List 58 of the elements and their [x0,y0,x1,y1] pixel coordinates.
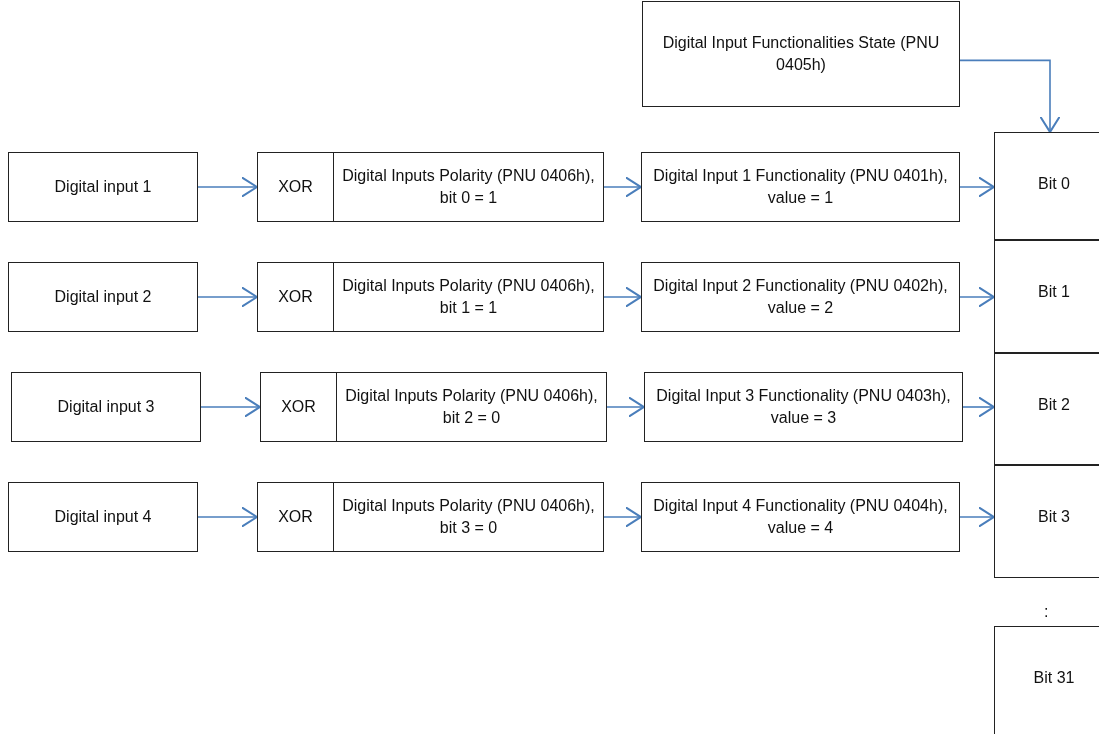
box-label: Digital input 1 [53,177,153,197]
box-label: Bit 1 [1037,282,1071,302]
input-box [8,152,198,222]
arrow [959,59,1061,134]
functionality-box [644,372,963,442]
input-box [8,482,198,552]
box-label: XOR [280,397,317,417]
bit-box [994,626,1099,734]
arrow [959,506,996,528]
ellipsis-label: : [1044,603,1049,621]
box-label: XOR [277,287,314,307]
box-label: Digital Inputs Polarity (PNU 0406h), bit 2 = 0 [344,386,599,428]
box-label: XOR [277,177,314,197]
arrow [603,176,643,198]
bit-box [994,353,1099,465]
arrow [197,176,259,198]
functionality-box [641,482,960,552]
bit-box [994,240,1099,353]
box-label: Bit 2 [1037,395,1071,415]
xor-box [257,262,334,332]
box-label: Digital Input 1 Functionality (PNU 0401h), value = 1 [652,166,949,208]
box-label: Digital Input 3 Functionality (PNU 0403h), value = 3 [655,386,952,428]
box-label: Digital input 4 [53,507,153,527]
bit-box [994,132,1099,240]
box-label: Digital input 3 [56,397,156,417]
arrow [603,506,643,528]
xor-box [257,152,334,222]
arrow [606,396,646,418]
arrow [197,286,259,308]
xor-box [260,372,337,442]
arrow [200,396,262,418]
bit-box [994,465,1099,578]
box-label: Bit 3 [1037,507,1071,527]
arrow [197,506,259,528]
arrow [959,176,996,198]
polarity-box [333,482,604,552]
box-label: Digital Inputs Polarity (PNU 0406h), bit 3 = 0 [341,496,596,538]
input-box [11,372,201,442]
box-label: Digital Input 4 Functionality (PNU 0404h), value = 4 [652,496,949,538]
box-label: Digital Input 2 Functionality (PNU 0402h), value = 2 [652,276,949,318]
polarity-box [333,152,604,222]
box-label: XOR [277,507,314,527]
state-box [642,1,960,107]
box-label: Digital Input Functionalities State (PNU 0405h) [661,33,941,75]
box-label: Digital Inputs Polarity (PNU 0406h), bit 0 = 1 [341,166,596,208]
box-label: Digital input 2 [53,287,153,307]
functionality-box [641,152,960,222]
arrow [959,286,996,308]
arrow [962,396,996,418]
polarity-box [333,262,604,332]
functionality-box [641,262,960,332]
box-label: Bit 31 [1032,668,1076,688]
box-label: Digital Inputs Polarity (PNU 0406h), bit 1 = 1 [341,276,596,318]
xor-box [257,482,334,552]
box-label: Bit 0 [1037,174,1071,194]
polarity-box [336,372,607,442]
arrow [603,286,643,308]
input-box [8,262,198,332]
